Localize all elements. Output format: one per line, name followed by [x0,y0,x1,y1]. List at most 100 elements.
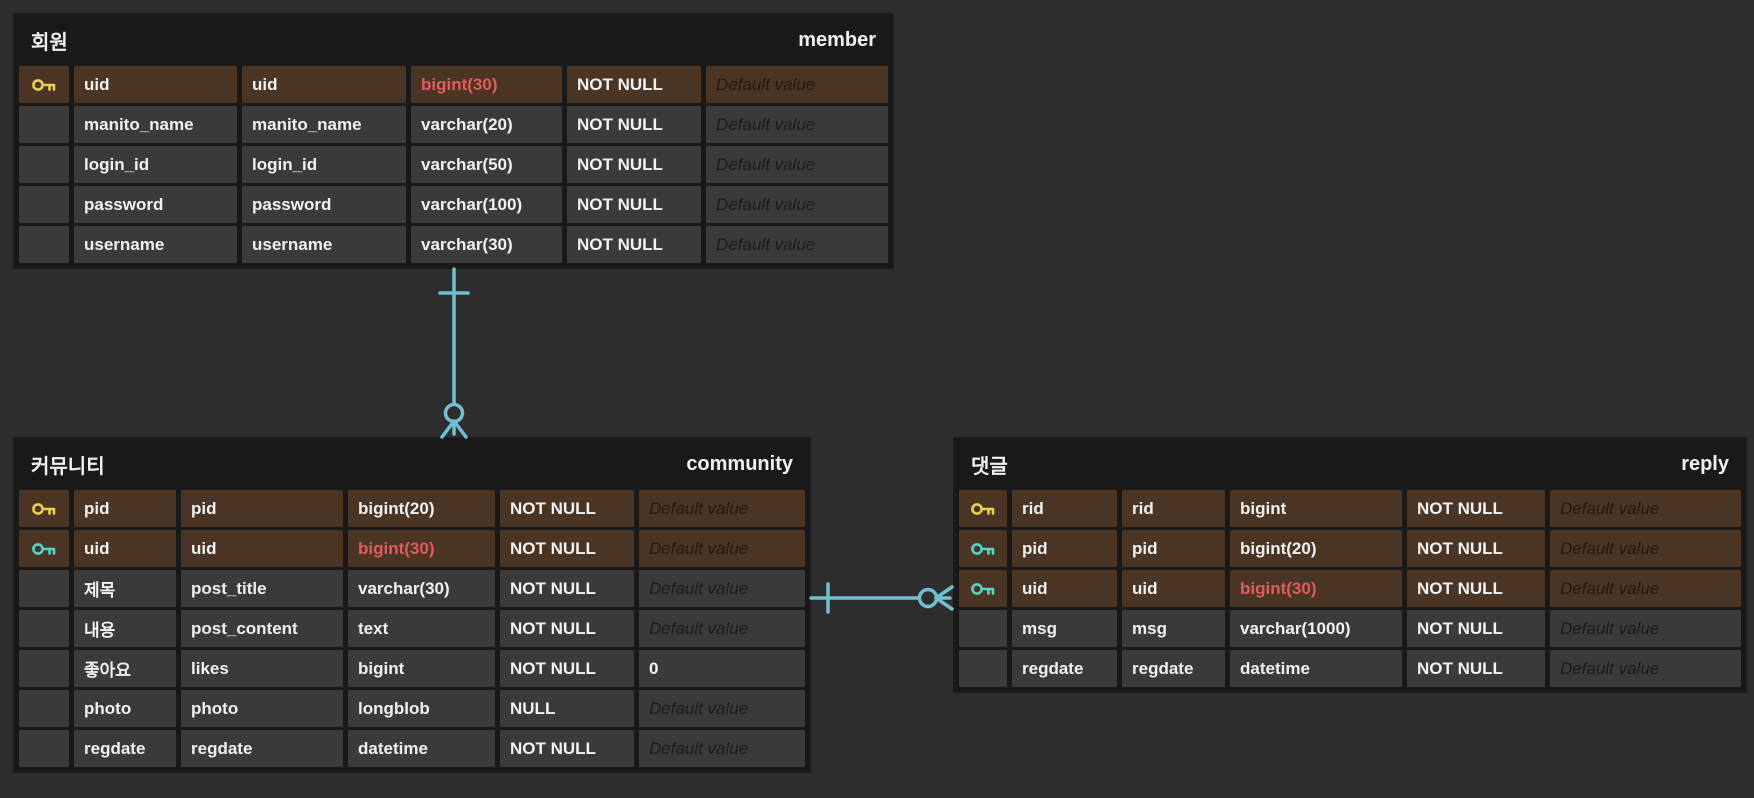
default-value-cell: Default value [706,106,888,143]
logical-name-cell: uid [1012,570,1117,607]
default-value-cell: Default value [1550,530,1741,567]
data-type-cell: datetime [348,730,495,767]
data-type-cell: varchar(1000) [1230,610,1402,647]
nullable-cell: NOT NULL [1407,610,1545,647]
table-reply-header: 댓글 reply [959,438,1741,490]
physical-name-cell: regdate [181,730,343,767]
data-type-cell: varchar(30) [348,570,495,607]
default-value-cell: Default value [706,66,888,103]
default-value-cell: Default value [639,690,805,727]
nullable-cell: NULL [500,690,634,727]
key-cell-empty [959,650,1007,687]
physical-name-cell: post_title [181,570,343,607]
data-type-cell: varchar(50) [411,146,562,183]
key-cell-empty [19,570,69,607]
logical-name-cell: login_id [74,146,237,183]
logical-name-cell: photo [74,690,176,727]
default-value-cell: Default value [706,146,888,183]
key-cell-empty [19,610,69,647]
key-cell-empty [19,226,69,263]
nullable-cell: NOT NULL [1407,650,1545,687]
physical-name-cell: login_id [242,146,406,183]
data-type-cell: varchar(20) [411,106,562,143]
key-cell-empty [959,610,1007,647]
default-value-cell: Default value [1550,490,1741,527]
logical-name-cell: 좋아요 [74,650,176,687]
logical-name-cell: uid [74,66,237,103]
nullable-cell: NOT NULL [500,490,634,527]
table-member-header: 회원 member [19,14,888,66]
data-type-cell: bigint(30) [348,530,495,567]
foreign-key-icon [959,570,1007,607]
data-type-cell: longblob [348,690,495,727]
physical-name-cell: msg [1122,610,1225,647]
physical-name-cell: password [242,186,406,223]
default-value-cell: Default value [1550,570,1741,607]
table-physical-name: reply [1681,452,1729,475]
nullable-cell: NOT NULL [567,186,701,223]
data-type-cell: bigint(20) [1230,530,1402,567]
physical-name-cell: regdate [1122,650,1225,687]
data-type-cell: bigint(30) [411,66,562,103]
logical-name-cell: password [74,186,237,223]
default-value-cell: Default value [706,186,888,223]
nullable-cell: NOT NULL [1407,530,1545,567]
key-cell-empty [19,690,69,727]
data-type-cell: datetime [1230,650,1402,687]
logical-name-cell: regdate [74,730,176,767]
nullable-cell: NOT NULL [567,66,701,103]
nullable-cell: NOT NULL [500,530,634,567]
logical-name-cell: 제목 [74,570,176,607]
relationship-member-community[interactable] [438,267,470,439]
nullable-cell: NOT NULL [567,106,701,143]
logical-name-cell: regdate [1012,650,1117,687]
primary-key-icon [19,66,69,103]
physical-name-cell: post_content [181,610,343,647]
physical-name-cell: pid [181,490,343,527]
table-physical-name: member [798,28,876,51]
nullable-cell: NOT NULL [500,610,634,647]
logical-name-cell: manito_name [74,106,237,143]
key-cell-empty [19,146,69,183]
table-community-header: 커뮤니티 community [19,438,805,490]
physical-name-cell: rid [1122,490,1225,527]
data-type-cell: varchar(100) [411,186,562,223]
logical-name-cell: username [74,226,237,263]
nullable-cell: NOT NULL [1407,570,1545,607]
physical-name-cell: uid [1122,570,1225,607]
physical-name-cell: manito_name [242,106,406,143]
nullable-cell: NOT NULL [1407,490,1545,527]
key-cell-empty [19,730,69,767]
logical-name-cell: 내용 [74,610,176,647]
default-value-cell: Default value [1550,650,1741,687]
nullable-cell: NOT NULL [567,226,701,263]
data-type-cell: varchar(30) [411,226,562,263]
relationship-community-reply[interactable] [809,582,954,614]
data-type-cell: bigint(30) [1230,570,1402,607]
default-value-cell: Default value [639,530,805,567]
